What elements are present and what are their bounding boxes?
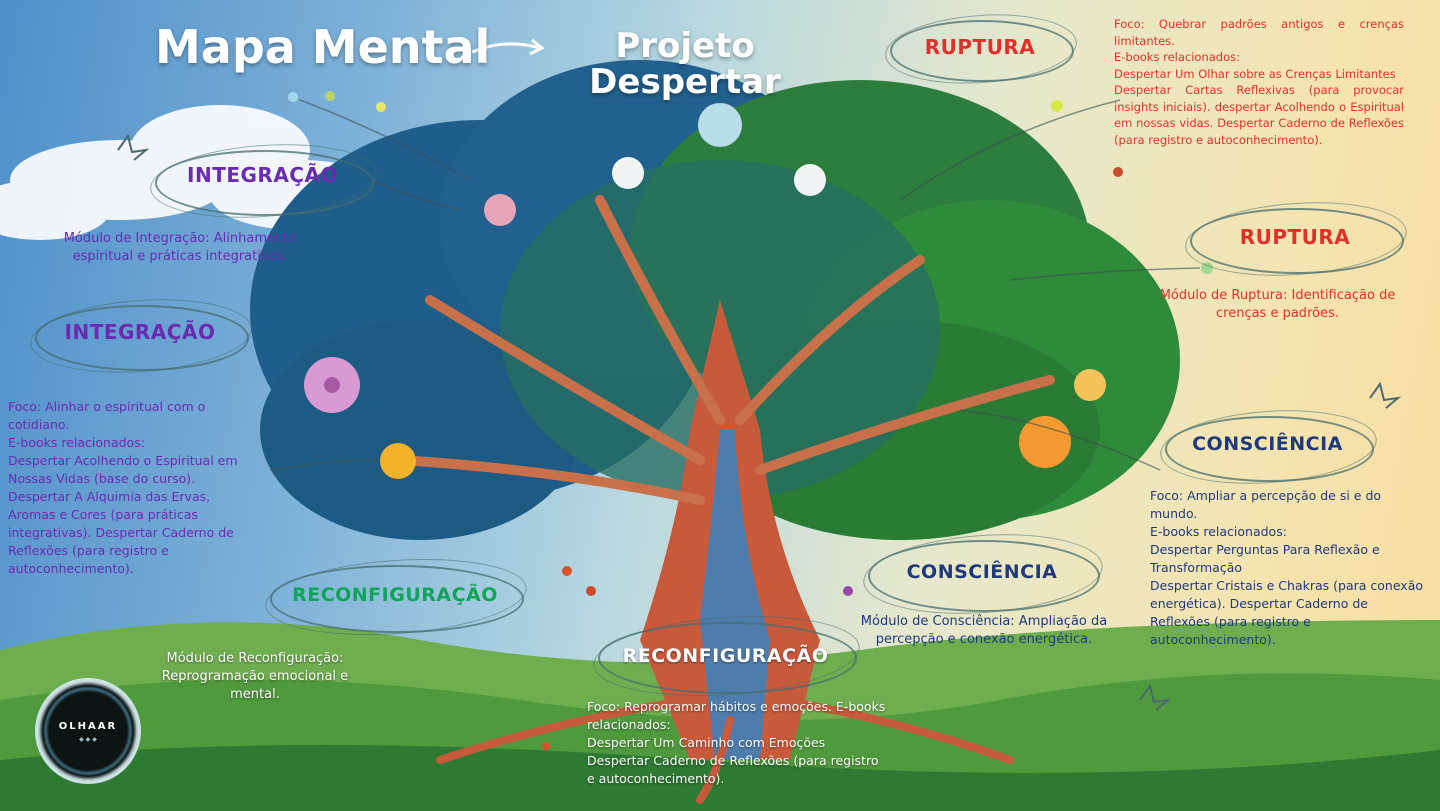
logo-mark: ◆ ◆ ◆ — [79, 736, 97, 743]
reconfig-bottom-text: Foco: Reprogramar hábitos e emoções. E-b… — [587, 699, 886, 786]
integracao-left-text: Foco: Alinhar o espiritual com o cotidia… — [8, 399, 238, 576]
reconfig-bottom-label[interactable]: RECONFIGURAÇÃO — [622, 645, 829, 667]
mapa-mental-title: Mapa Mental — [155, 20, 491, 74]
reconfig-bottom-ellipse — [598, 622, 857, 694]
ruptura-top-label[interactable]: RUPTURA — [924, 35, 1036, 59]
olhaar-logo: OLHAAR ◆ ◆ ◆ — [38, 681, 138, 781]
integracao-left-label[interactable]: INTEGRAÇÃO — [64, 320, 216, 344]
ruptura-top-ellipse — [890, 20, 1074, 82]
ruptura-right-text: Módulo de Ruptura: Identificação de cren… — [1159, 288, 1396, 321]
ruptura-right-label[interactable]: RUPTURA — [1239, 225, 1351, 249]
projeto-despertar-title: Projeto Despertar — [580, 28, 790, 100]
reconfig-left-label[interactable]: RECONFIGURAÇÃO — [292, 584, 498, 606]
integracao-top-label[interactable]: INTEGRAÇÃO — [187, 163, 338, 187]
consciencia-center-label[interactable]: CONSCIÊNCIA — [906, 561, 1058, 583]
consciencia-center-text: Módulo de Consciência: Ampliação da perc… — [860, 614, 1108, 647]
ruptura-right-ellipse — [1190, 208, 1404, 274]
reconfig-left-text: Módulo de Reconfiguração: Reprogramação … — [161, 651, 349, 702]
consciencia-right-text: Foco: Ampliar a percepção de si e do mun… — [1150, 488, 1423, 647]
projeto-title-line2: Despertar — [589, 62, 781, 102]
integracao-top-ellipse — [155, 150, 374, 216]
ruptura-top-text: Foco: Quebrar padrões antigos e crenças … — [1114, 17, 1404, 147]
consciencia-right-label[interactable]: CONSCIÊNCIA — [1192, 433, 1343, 455]
logo-name: OLHAAR — [58, 721, 118, 732]
consciencia-right-ellipse — [1165, 416, 1374, 482]
integracao-top-text: Módulo de Integração: Alinhamento espiri… — [63, 231, 297, 264]
projeto-title-line1: Projeto — [615, 26, 755, 66]
reconfig-left-ellipse — [270, 565, 524, 633]
integracao-left-ellipse — [35, 305, 249, 371]
consciencia-center-ellipse — [868, 540, 1100, 612]
